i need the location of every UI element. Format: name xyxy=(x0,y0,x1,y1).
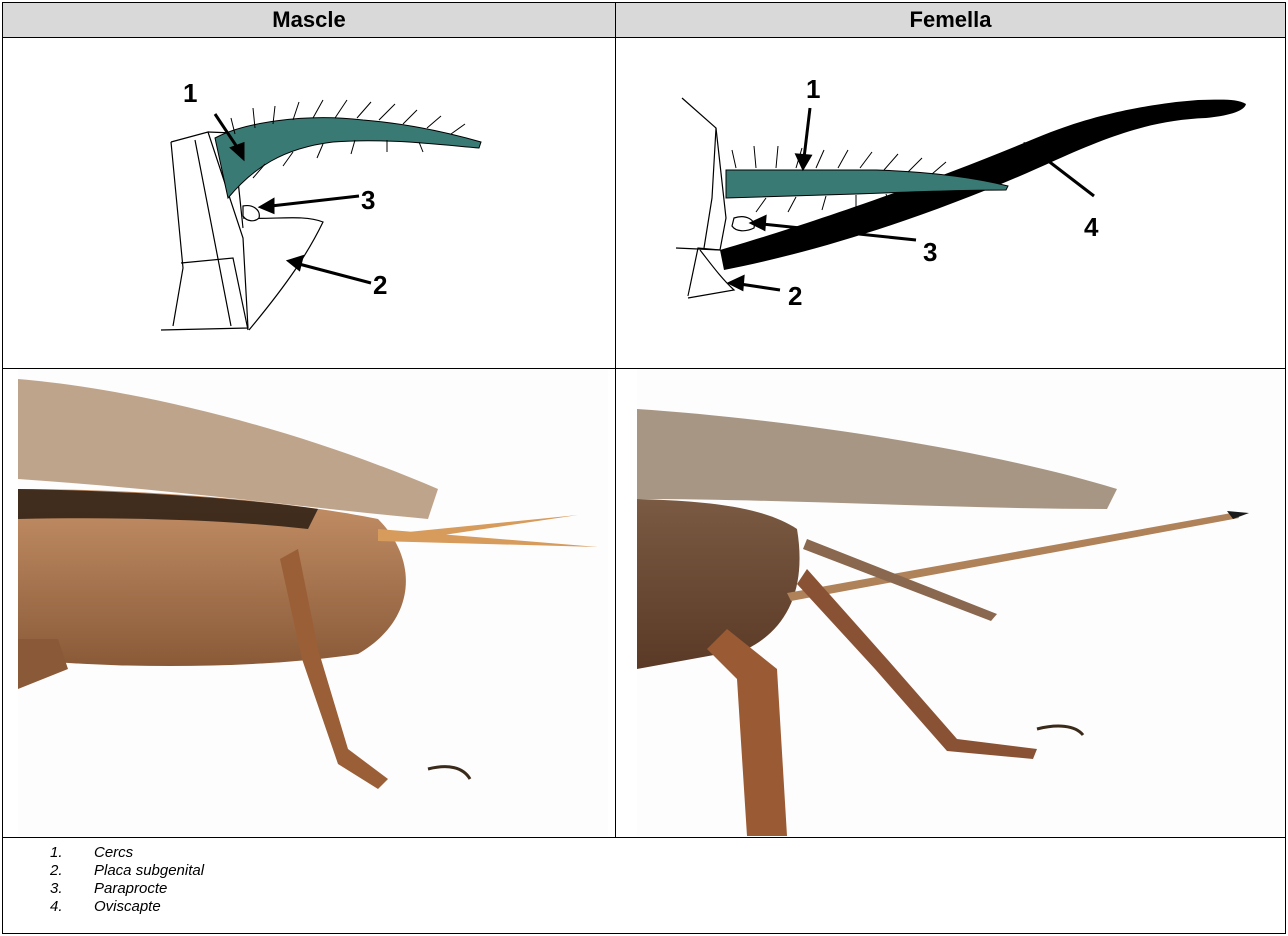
legend-text: Paraprocte xyxy=(94,880,167,897)
legend-item: 2.Placa subgenital xyxy=(50,862,204,880)
female-photo xyxy=(637,369,1285,836)
legend-text: Placa subgenital xyxy=(94,862,204,879)
table-border-bottom xyxy=(2,933,1286,934)
female-ovipositor-photo xyxy=(787,512,1239,601)
male-paraprocte xyxy=(243,206,259,221)
female-claw xyxy=(1037,726,1083,735)
female-front-leg xyxy=(707,629,787,836)
male-foreleg xyxy=(18,639,68,689)
female-label-4: 4 xyxy=(1084,212,1098,243)
row-divider-photo xyxy=(2,837,1286,838)
legend-item: 3.Paraprocte xyxy=(50,880,204,898)
female-diagram: 1 4 3 2 xyxy=(616,38,1285,368)
table-border-right xyxy=(1285,2,1286,934)
header-male: Mascle xyxy=(3,3,615,37)
legend-text: Oviscapte xyxy=(94,898,161,915)
male-label-2: 2 xyxy=(373,270,387,301)
legend-text: Cercs xyxy=(94,844,133,861)
legend-list: 1.Cercs 2.Placa subgenital 3.Paraprocte … xyxy=(50,844,204,916)
male-cerci xyxy=(378,515,598,547)
male-cercus xyxy=(215,118,481,198)
legend-number: 1. xyxy=(50,844,94,862)
male-photo xyxy=(18,369,608,836)
header-female: Femella xyxy=(616,3,1285,37)
female-label-3: 3 xyxy=(923,237,937,268)
male-label-3: 3 xyxy=(361,185,375,216)
male-label-1: 1 xyxy=(183,78,197,109)
legend-number: 4. xyxy=(50,898,94,916)
male-subgenital-plate xyxy=(243,218,323,330)
legend-item: 4.Oviscapte xyxy=(50,898,204,916)
legend-item: 1.Cercs xyxy=(50,844,204,862)
female-label-1: 1 xyxy=(806,74,820,105)
female-wing xyxy=(637,409,1117,509)
female-hind-leg xyxy=(797,569,1037,759)
legend-number: 3. xyxy=(50,880,94,898)
legend-number: 2. xyxy=(50,862,94,880)
male-diagram: 1 3 2 xyxy=(3,38,615,368)
male-claw xyxy=(428,767,470,779)
female-label-2: 2 xyxy=(788,281,802,312)
